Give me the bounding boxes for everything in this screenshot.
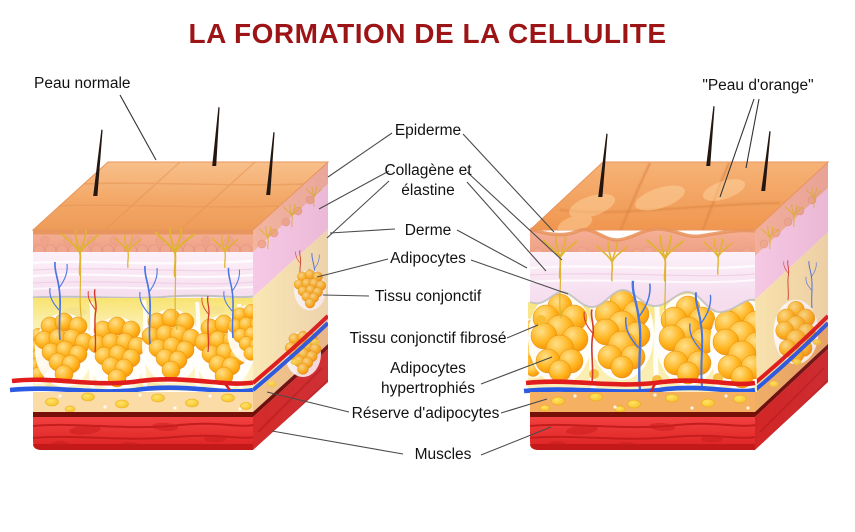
caption-orange-peel-skin: "Peau d'orange" [702, 77, 814, 94]
caption-normal-skin: Peau normale [34, 75, 131, 92]
label-derme: Derme [404, 222, 452, 239]
label-adipocytes: Adipocytes [390, 250, 466, 267]
hair-icon [93, 107, 275, 196]
cellulite-skin-illustration [523, 106, 830, 450]
label-reserve-adipocytes: Réserve d'adipocytes [351, 405, 500, 422]
label-adipocytes-hypertrophies: Adipocytes hypertrophiés [381, 360, 475, 397]
label-epiderme: Epiderme [394, 122, 462, 139]
page-title: LA FORMATION DE LA CELLULITE [188, 18, 667, 49]
normal-skin-illustration [9, 107, 330, 450]
label-muscles: Muscles [414, 446, 472, 463]
label-collagene-elastine: Collagène et élastine [384, 162, 472, 199]
hair-icon [598, 106, 771, 197]
leader-lines [119, 94, 760, 456]
label-tissu-conjonctif: Tissu conjonctif [374, 288, 482, 305]
label-tissu-conjonctif-fibrose: Tissu conjonctif fibrosé [349, 330, 507, 347]
